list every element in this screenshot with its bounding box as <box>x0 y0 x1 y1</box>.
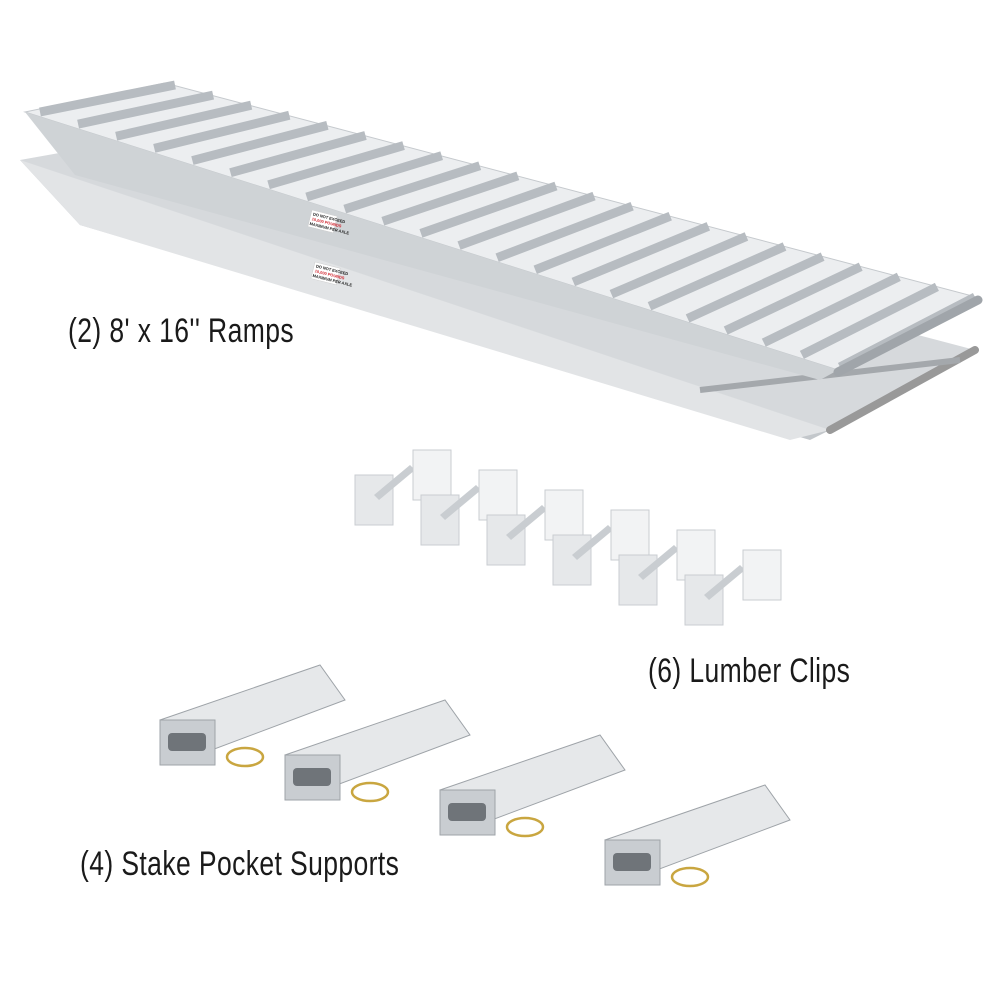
stake-supports-label: (4) Stake Pocket Supports <box>80 845 400 883</box>
ramp-rung <box>77 90 215 129</box>
lumber-clip <box>420 469 518 546</box>
stake-pocket-support <box>604 784 791 888</box>
stake-pocket-support <box>284 699 471 803</box>
ramp-rung <box>305 151 443 202</box>
stake-pocket-support <box>439 734 626 838</box>
ramp-rung <box>533 212 672 275</box>
lumber-clip <box>618 529 716 606</box>
ramp-rung <box>419 181 558 238</box>
ramp-rung <box>799 282 939 359</box>
ramp-rung <box>39 80 176 117</box>
stake-pocket-supports <box>159 664 791 888</box>
ramp-rung <box>381 171 520 226</box>
lumber-clips <box>354 449 782 626</box>
ramp-rung <box>115 100 253 141</box>
lumber-clip <box>354 449 452 526</box>
ramp-rung <box>229 131 367 178</box>
lumber-clips-label: (6) Lumber Clips <box>648 652 851 690</box>
ramp-rung <box>495 201 634 262</box>
ramp-rung <box>571 222 711 287</box>
ramp-rung <box>191 121 329 165</box>
stake-pocket-support <box>159 664 346 768</box>
ramp-rung <box>723 262 863 335</box>
ramp-rung <box>761 272 901 347</box>
lumber-clip <box>486 489 584 566</box>
ramp-rung <box>457 191 596 250</box>
lumber-clip <box>552 509 650 586</box>
ramps-label: (2) 8' x 16'' Ramps <box>68 312 294 350</box>
lumber-clip <box>684 549 782 626</box>
ramp-rung <box>153 110 291 153</box>
ramp-upper <box>23 80 983 380</box>
ramp-rung <box>609 232 749 299</box>
ramp-rung <box>685 252 825 323</box>
ramp-rung <box>267 141 405 190</box>
ramp-rung <box>343 161 482 214</box>
ramp-rung <box>647 242 787 311</box>
